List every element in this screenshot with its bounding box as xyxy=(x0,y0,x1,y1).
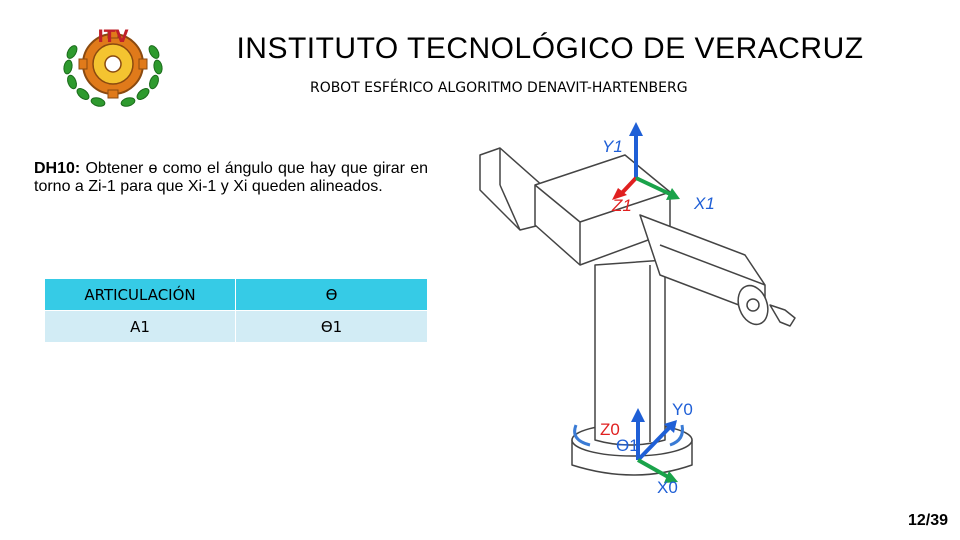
z1-arrowhead xyxy=(612,188,627,200)
institute-logo: ITV xyxy=(63,27,163,107)
frame-0-axes xyxy=(631,408,678,483)
logo-text: ITV xyxy=(97,27,129,47)
table-row: A1 ϴ1 xyxy=(44,310,428,343)
y0-axis-arrow xyxy=(636,425,672,462)
robot-column xyxy=(594,259,666,446)
rotation-arrow-left xyxy=(573,424,591,447)
x0-axis-arrow xyxy=(637,458,671,480)
step-description: DH10: Obtener ɵ como el ángulo que hay q… xyxy=(34,160,428,196)
y1-arrowhead xyxy=(629,122,643,136)
y0-arrowhead xyxy=(664,420,677,433)
z1-label: Z1 xyxy=(612,196,632,215)
robot-joint-block xyxy=(534,154,671,266)
table-cell-joint: A1 xyxy=(44,310,236,343)
x1-label: X1 xyxy=(694,194,715,213)
dh-parameter-table: ARTICULACIÓN ϴ A1 ϴ1 xyxy=(44,278,428,343)
page-number: 12/39 xyxy=(907,512,948,529)
page-subtitle: ROBOT ESFÉRICO ALGORITMO DENAVIT-HARTENB… xyxy=(310,80,688,96)
table-header-row: ARTICULACIÓN ϴ xyxy=(44,278,428,311)
z0-arrowhead xyxy=(631,408,645,422)
step-text: Obtener ɵ como el ángulo que hay que gir… xyxy=(34,160,428,195)
column-header-theta: ϴ xyxy=(235,278,428,311)
z0-label: Z0 xyxy=(600,420,620,439)
robot-gripper xyxy=(769,304,796,327)
rotation-arrow-right xyxy=(669,424,684,447)
laurel-icon xyxy=(63,45,163,107)
x0-arrowhead xyxy=(664,471,678,483)
frame-1-axes xyxy=(612,122,680,200)
column-header-joint: ARTICULACIÓN xyxy=(44,278,236,311)
x1-arrowhead xyxy=(666,188,680,200)
page-title: INSTITUTO TECNOLÓGICO DE VERACRUZ xyxy=(236,32,864,65)
step-label: DH10: xyxy=(34,160,81,177)
y0-label: Y0 xyxy=(672,400,693,419)
table-cell-theta: ϴ1 xyxy=(235,310,428,343)
x0-label: X0 xyxy=(657,478,678,497)
y1-label: Y1 xyxy=(602,137,623,156)
gear-icon xyxy=(78,29,148,99)
spherical-robot-diagram xyxy=(479,122,796,483)
theta1-label: ϴ1 xyxy=(616,436,639,455)
x1-axis-arrow xyxy=(635,176,673,197)
rotation-arrows xyxy=(573,424,684,447)
